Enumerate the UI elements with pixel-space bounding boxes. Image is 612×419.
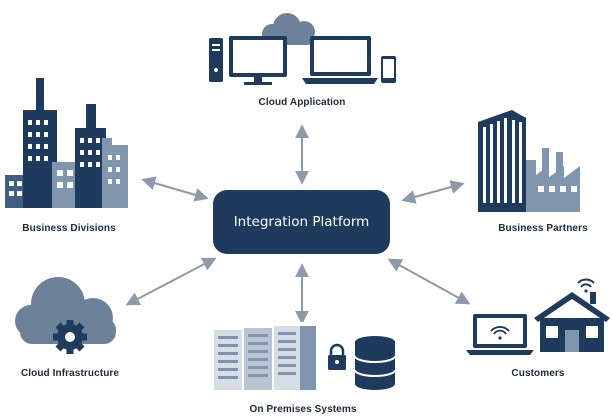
factory-icon [478,110,580,212]
arrow-business-partners [401,180,465,204]
cloud-application-label: Cloud Application [258,97,346,108]
cloud-infrastructure-label: Cloud Infrastructure [20,368,120,379]
wifi-icon [577,278,595,288]
cloud-devices-icon [209,13,396,85]
cloud-gear-icon [15,277,116,354]
wifi-icon [490,326,510,335]
database-icon [354,336,396,390]
business-partners-label: Business Partners [498,223,588,234]
business-divisions-label: Business Divisions [22,223,116,234]
gear-icon [53,320,87,354]
integration-platform-label: Integration Platform [233,214,370,230]
city-buildings-icon [5,78,128,208]
on-premises-systems-label: On Premises Systems [249,404,357,415]
lock-icon [328,343,346,370]
house-icon [534,292,610,352]
customers-label: Customers [511,368,565,379]
connector-arrows [125,124,471,325]
integration-platform-box: Integration Platform [213,190,390,254]
arrow-business-divisions [141,176,209,202]
arrow-customers [387,258,471,305]
arrow-cloud-infrastructure [125,257,217,306]
server-rack-icon [212,322,396,390]
laptop-house-icon [466,278,610,355]
